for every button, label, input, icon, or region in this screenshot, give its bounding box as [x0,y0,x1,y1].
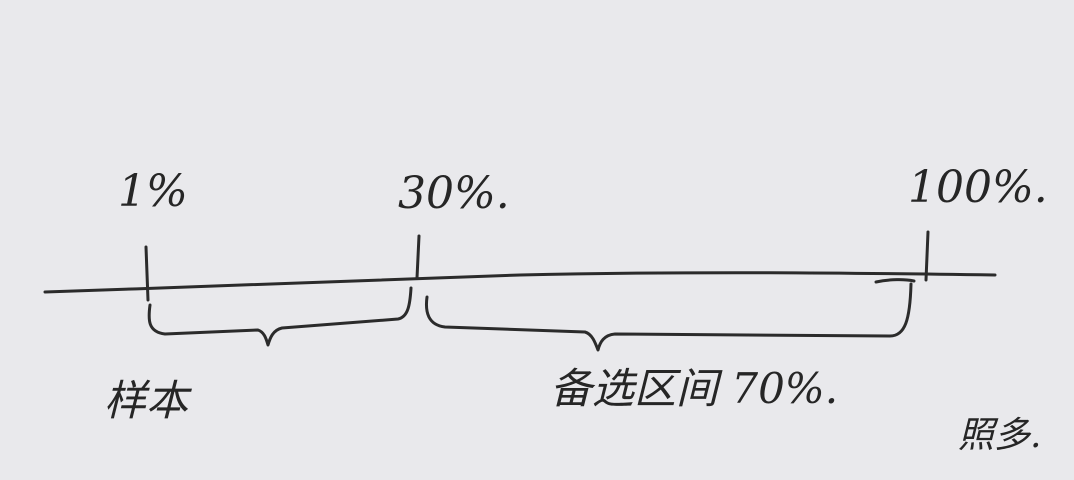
left-range-brace [149,288,411,345]
author-signature: 照多. [958,418,1041,454]
left-region-label: 样本 [104,380,188,422]
tick-100-percent [926,232,928,280]
axis-end-hook [876,280,914,282]
axis-line [45,273,995,292]
tick-label-30-percent: 30%. [398,172,510,216]
right-range-brace [426,284,911,350]
tick-1-percent [146,247,148,300]
tick-label-100-percent: 100%. [908,166,1048,210]
right-region-label: 备选区间 70%. [550,368,838,410]
tick-label-1-percent: 1% [118,170,188,214]
tick-30-percent [417,236,419,278]
